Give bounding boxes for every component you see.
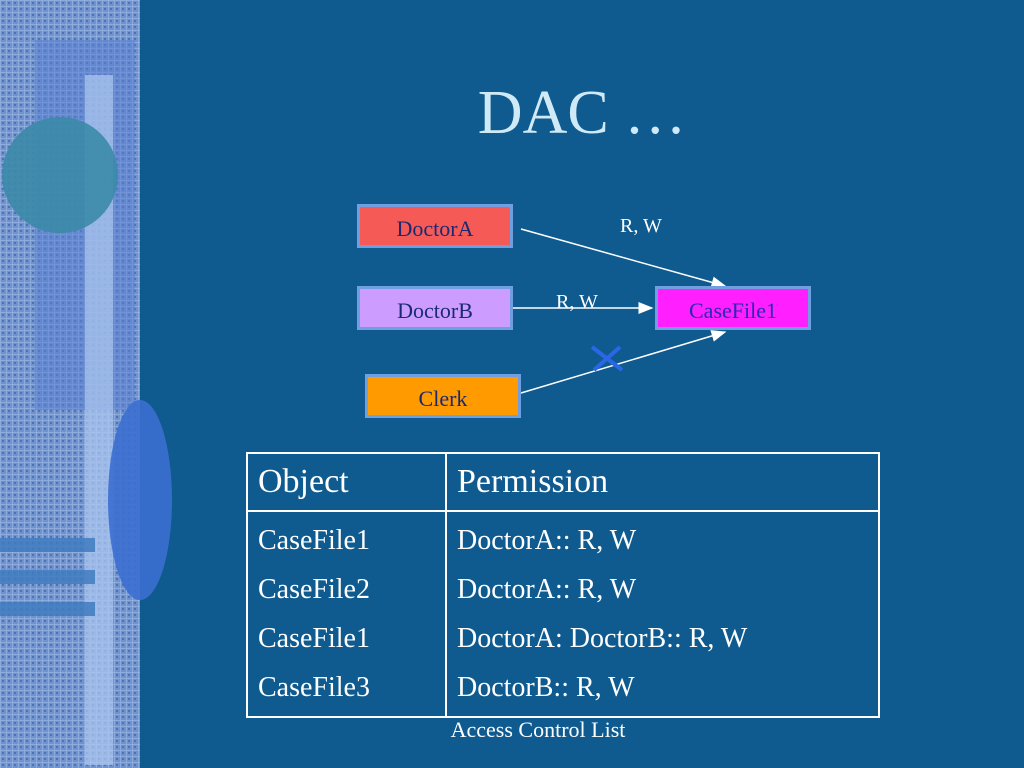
doctor-b-node: DoctorB <box>357 286 513 330</box>
object-value: CaseFile2 <box>258 574 370 605</box>
doctor-b-permission-label: R, W <box>556 291 598 313</box>
table-header-row: Object Permission <box>246 453 880 512</box>
permission-value: DoctorA:: R, W <box>457 574 637 605</box>
table-caption: Access Control List <box>450 717 626 742</box>
doctor-a-node: DoctorA <box>357 204 513 248</box>
arrow-clerk-casefile <box>520 330 727 394</box>
table-row: CaseFile1 CaseFile2 CaseFile1 CaseFile3 … <box>246 511 880 717</box>
header-object: Object <box>246 453 447 512</box>
header-permission: Permission <box>445 453 880 512</box>
acl-table: Object Permission CaseFile1 CaseFile2 Ca… <box>246 452 880 718</box>
arrow-doctora-casefile <box>520 228 727 289</box>
permission-cell: DoctorA:: R, W DoctorA:: R, W DoctorA: D… <box>445 511 880 717</box>
object-cell: CaseFile1 CaseFile2 CaseFile1 CaseFile3 <box>246 511 447 717</box>
object-value: CaseFile1 <box>258 623 370 654</box>
clerk-node: Clerk <box>365 374 521 418</box>
doctor-a-permission-label: R, W <box>620 215 662 237</box>
object-value: CaseFile3 <box>258 672 370 703</box>
deny-x-icon <box>590 345 624 372</box>
permission-value: DoctorB:: R, W <box>457 672 635 703</box>
permission-value: DoctorA: DoctorB:: R, W <box>457 623 748 654</box>
permission-value: DoctorA:: R, W <box>457 525 637 556</box>
slide-title: DAC … <box>477 79 687 147</box>
decorative-ellipse <box>108 400 172 600</box>
decorative-left-strip <box>0 0 140 768</box>
casefile-node: CaseFile1 <box>655 286 811 330</box>
object-value: CaseFile1 <box>258 525 370 556</box>
